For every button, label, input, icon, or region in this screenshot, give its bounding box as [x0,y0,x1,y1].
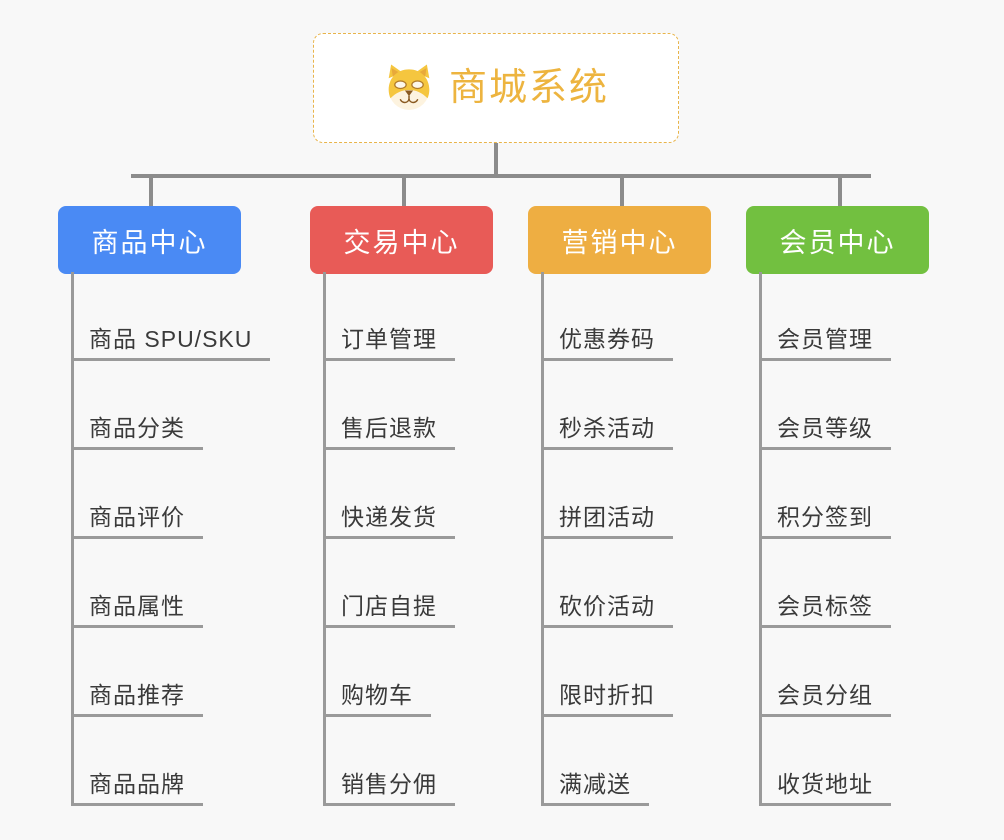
connector-drop-4 [838,174,842,206]
leaf-item[interactable]: 商品 SPU/SKU [71,272,271,361]
leaf-item-label: 拼团活动 [541,504,673,539]
leaf-item[interactable]: 快递发货 [323,450,455,539]
shiba-dog-face-icon [388,64,430,110]
category-header-trade-center[interactable]: 交易中心 [310,206,493,274]
leaf-item[interactable]: 售后退款 [323,361,455,450]
column-spine [323,272,326,806]
leaf-item[interactable]: 购物车 [323,628,455,717]
leaf-item-label: 会员等级 [759,415,891,450]
leaf-item[interactable]: 秒杀活动 [541,361,673,450]
leaf-item-label: 秒杀活动 [541,415,673,450]
leaf-item-label: 积分签到 [759,504,891,539]
leaf-item-label: 会员分组 [759,682,891,717]
leaf-item[interactable]: 商品分类 [71,361,270,450]
leaf-item-label: 商品 SPU/SKU [71,326,271,361]
leaf-item-label: 订单管理 [323,326,455,361]
category-header-label: 交易中心 [343,227,460,258]
leaf-item[interactable]: 销售分佣 [323,717,455,806]
leaf-item-label: 门店自提 [323,593,455,628]
leaf-item[interactable]: 商品评价 [71,450,270,539]
category-header-label: 营销中心 [561,227,678,258]
leaf-column-member-center: 会员管理会员等级积分签到会员标签会员分组收货地址 [759,272,891,806]
leaf-item-label: 优惠券码 [541,326,673,361]
column-spine [541,272,544,806]
leaf-column-trade-center: 订单管理售后退款快递发货门店自提购物车销售分佣 [323,272,455,806]
leaf-item[interactable]: 会员分组 [759,628,891,717]
column-spine [759,272,762,806]
connector-drop-2 [402,174,406,206]
root-title: 商城系统 [448,67,609,109]
category-header-member-center[interactable]: 会员中心 [746,206,929,274]
leaf-item-label: 售后退款 [323,415,455,450]
category-header-marketing-center[interactable]: 营销中心 [528,206,711,274]
leaf-item[interactable]: 商品推荐 [71,628,270,717]
leaf-item-label: 商品分类 [71,415,203,450]
connector-drop-3 [620,174,624,206]
column-spine [71,272,74,806]
leaf-item-label: 收货地址 [759,771,891,806]
leaf-item[interactable]: 砍价活动 [541,539,673,628]
connector-root-stem [494,143,498,176]
leaf-item-label: 会员标签 [759,593,891,628]
leaf-item-label: 销售分佣 [323,771,455,806]
leaf-item[interactable]: 优惠券码 [541,272,673,361]
connector-drop-1 [149,174,153,206]
leaf-item[interactable]: 商品品牌 [71,717,270,806]
leaf-item-label: 商品评价 [71,504,203,539]
leaf-item-label: 会员管理 [759,326,891,361]
category-header-label: 会员中心 [779,227,896,258]
leaf-column-product-center: 商品 SPU/SKU 商品分类商品评价商品属性商品推荐商品品牌 [71,272,271,806]
category-header-product-center[interactable]: 商品中心 [58,206,241,274]
leaf-item[interactable]: 门店自提 [323,539,455,628]
leaf-item-label: 快递发货 [323,504,455,539]
connector-horizontal-bus [131,174,871,178]
leaf-item[interactable]: 满减送 [541,717,673,806]
leaf-item-label: 商品推荐 [71,682,203,717]
leaf-item-label: 砍价活动 [541,593,673,628]
leaf-item[interactable]: 限时折扣 [541,628,673,717]
leaf-item[interactable]: 积分签到 [759,450,891,539]
leaf-item[interactable]: 会员等级 [759,361,891,450]
leaf-item[interactable]: 商品属性 [71,539,270,628]
leaf-item[interactable]: 会员管理 [759,272,891,361]
category-header-label: 商品中心 [91,227,208,258]
leaf-item-label: 限时折扣 [541,682,673,717]
leaf-item-label: 购物车 [323,682,431,717]
leaf-item[interactable]: 收货地址 [759,717,891,806]
leaf-item[interactable]: 会员标签 [759,539,891,628]
leaf-item-label: 满减送 [541,771,649,806]
leaf-column-marketing-center: 优惠券码秒杀活动拼团活动砍价活动限时折扣满减送 [541,272,673,806]
leaf-item[interactable]: 拼团活动 [541,450,673,539]
leaf-item[interactable]: 订单管理 [323,272,455,361]
root-node-mall-system[interactable]: 商城系统 [313,33,679,143]
leaf-item-label: 商品属性 [71,593,203,628]
leaf-item-label: 商品品牌 [71,771,203,806]
